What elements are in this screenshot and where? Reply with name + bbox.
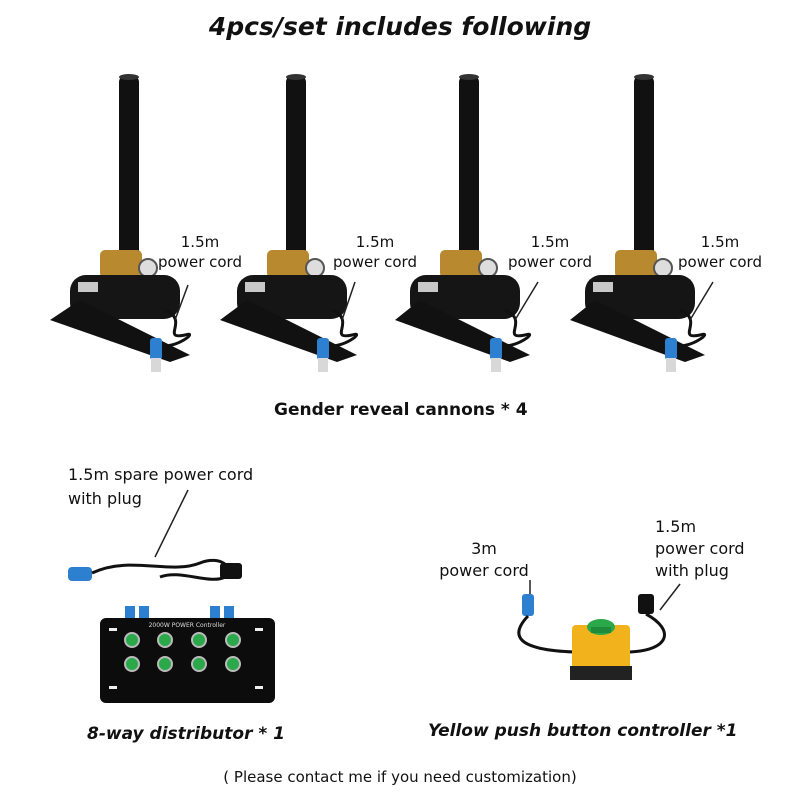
cannon-1-image: [50, 74, 192, 372]
cannon-4-cord-label: 1.5m power cord: [678, 233, 762, 271]
cannon-1-cord-label: 1.5m power cord: [158, 233, 242, 271]
cannon-4-image: [570, 74, 714, 372]
cannon-3-cord-label: 1.5m power cord: [508, 233, 592, 271]
cannons-caption: Gender reveal cannons * 4: [274, 400, 528, 420]
controller-left-cord-label: 3m power cord: [439, 539, 529, 580]
customization-note: ( Please contact me if you need customiz…: [223, 768, 577, 786]
controller-caption: Yellow push button controller *1: [428, 721, 738, 741]
cannon-2-image: [220, 74, 359, 372]
distributor-image: 2000W POWER Controller: [100, 606, 275, 703]
cannon-2-cord-label: 1.5m power cord: [333, 233, 417, 271]
controller-right-cord-label: 1.5m power cord with plug: [655, 517, 745, 580]
spare-cord-image: [68, 489, 242, 581]
distributor-caption: 8-way distributor * 1: [87, 724, 286, 744]
page-title: 4pcs/set includes following: [208, 12, 592, 41]
distributor-panel-text: 2000W POWER Controller: [149, 622, 226, 629]
controller-image: [517, 580, 681, 680]
spare-cord-label: 1.5m spare power cord with plug: [68, 465, 254, 508]
cannon-3-image: [395, 74, 539, 372]
